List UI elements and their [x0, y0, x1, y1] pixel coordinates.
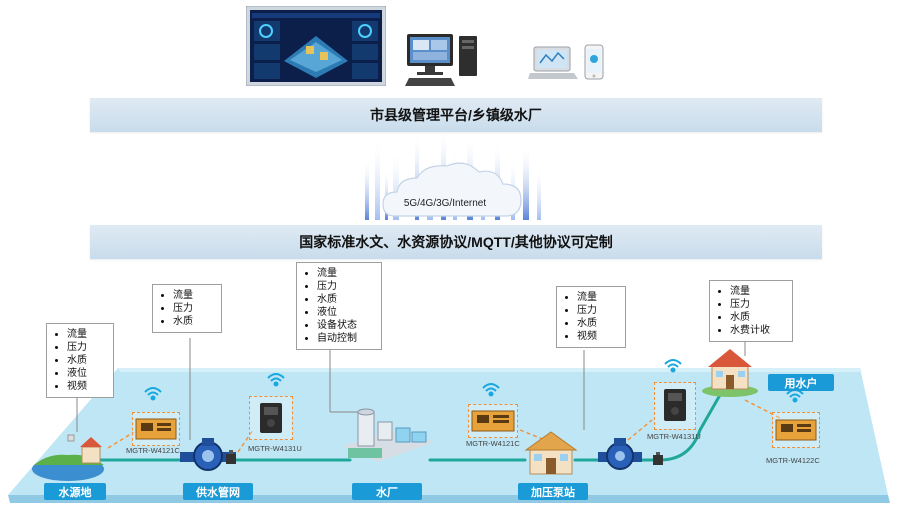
wifi-icon	[787, 390, 803, 402]
node-label-user: 用水户	[768, 374, 834, 391]
node-label-pump: 加压泵站	[518, 483, 588, 500]
node-label-plant: 水厂	[352, 483, 422, 500]
wifi-icon	[145, 388, 161, 400]
wifi-icon	[665, 360, 681, 372]
wifi-icon	[483, 384, 499, 396]
wifi-icon	[268, 374, 284, 386]
node-label-pipe: 供水管网	[183, 483, 253, 500]
node-label-source: 水源地	[44, 483, 106, 500]
